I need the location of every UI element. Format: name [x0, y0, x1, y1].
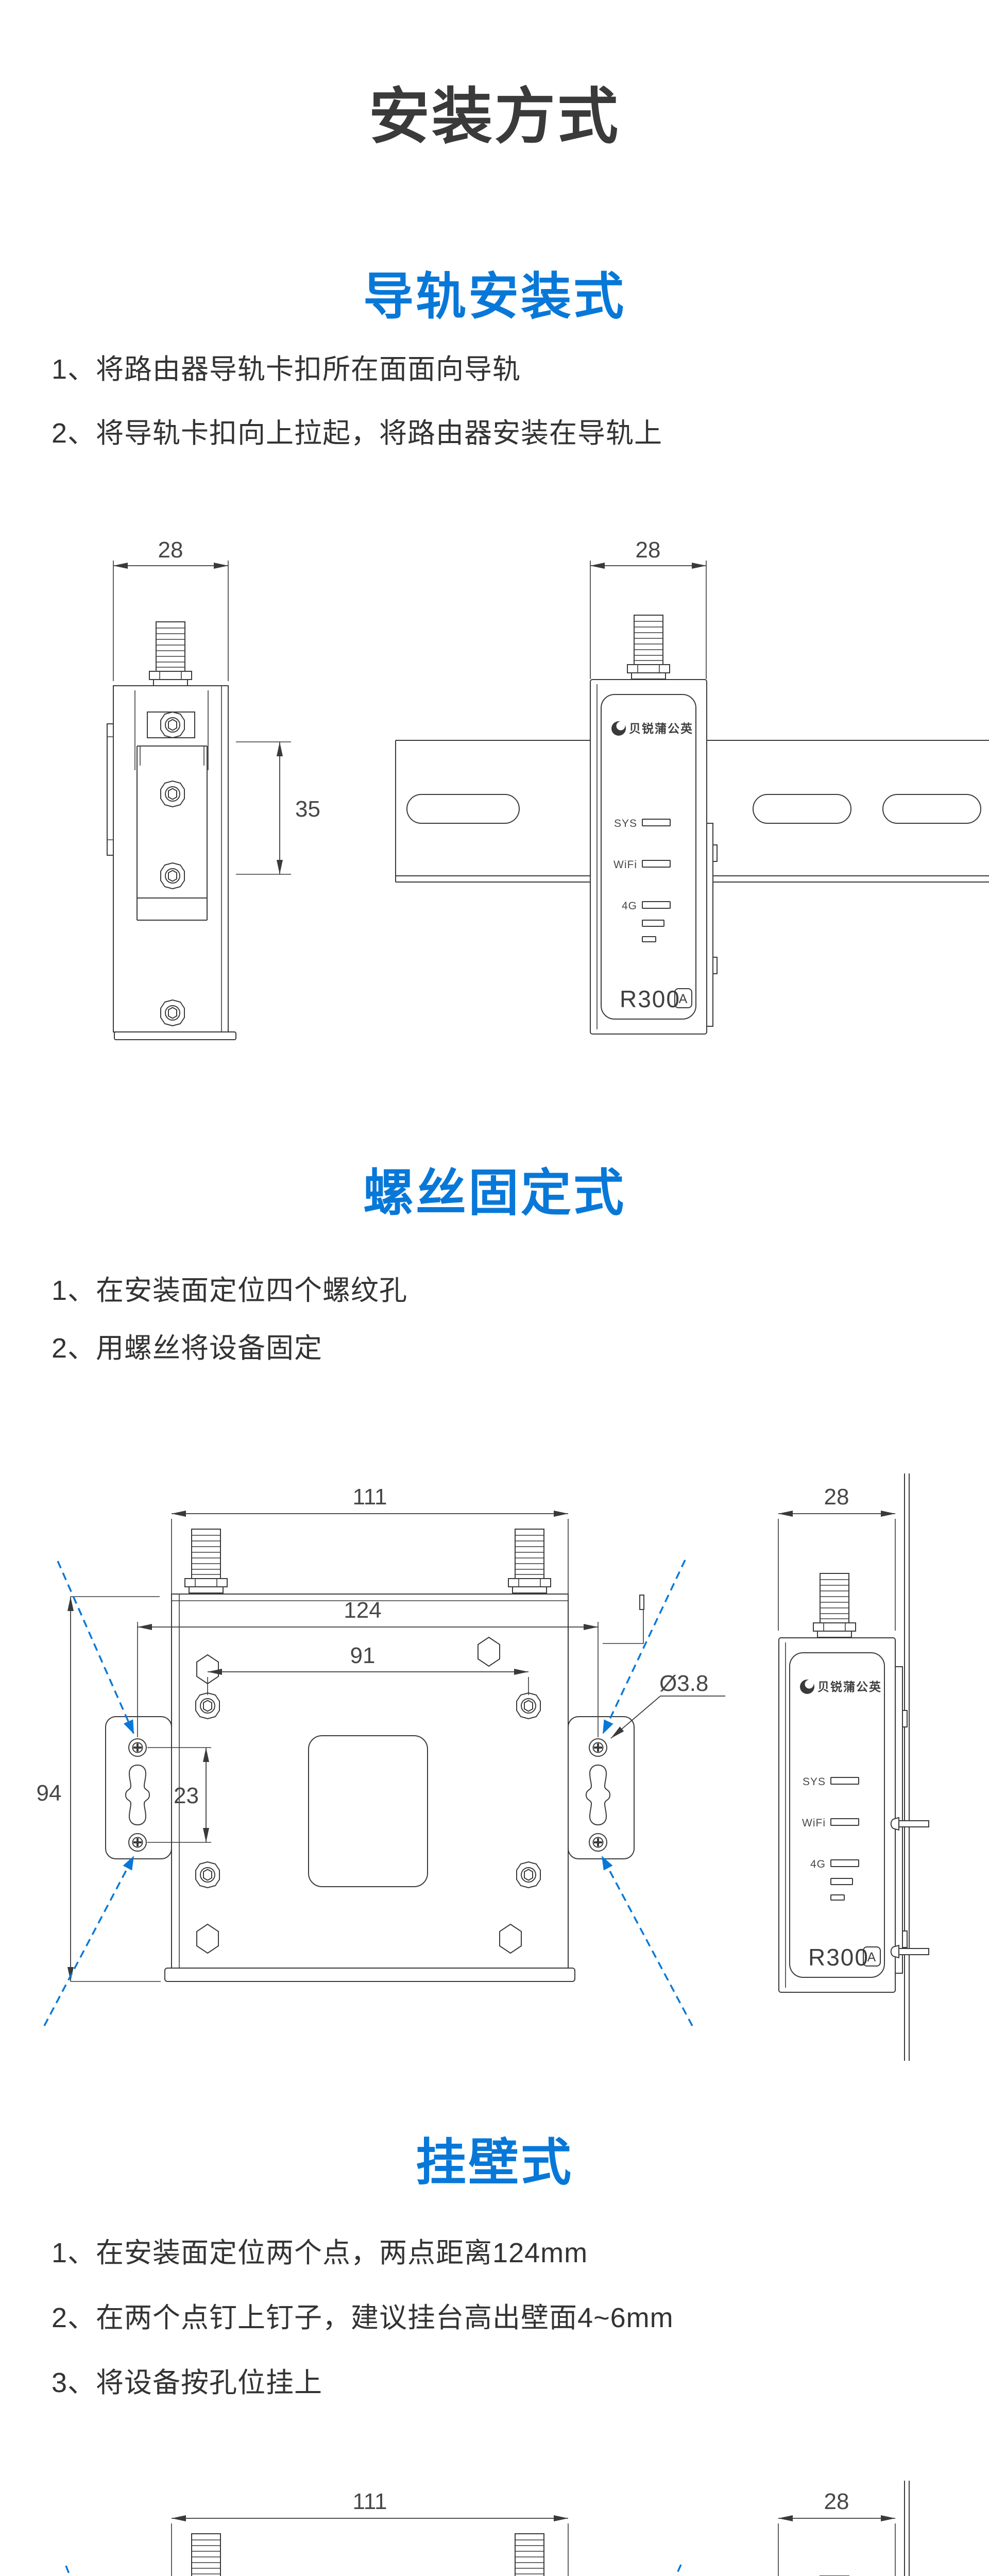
- dim-standoff-span: 91: [350, 1643, 376, 1668]
- dim-hole-span: 124: [344, 1598, 381, 1623]
- mounting-screws: [890, 1817, 929, 1959]
- dim-hole-dia: Ø3.8: [659, 1671, 708, 1696]
- screw-step-1: 1、在安装面定位四个螺纹孔: [52, 1275, 408, 1306]
- wall-surface: [904, 2481, 910, 2576]
- section-heading-wall-mount: 挂壁式: [415, 2134, 573, 2191]
- din-clip-mechanism: [107, 690, 209, 921]
- wall-step-1: 1、在安装面定位两个点，两点距离124mm: [52, 2238, 588, 2268]
- dim-rail-height: 35: [295, 796, 320, 822]
- screw-rear-view: 111 124 91 94 23 Ø3.8: [37, 1484, 725, 2026]
- locate-arrow-top-right: [602, 1560, 686, 1735]
- rail-mount-diagram: 28 35: [107, 537, 989, 1040]
- wall-step-3: 3、将设备按孔位挂上: [52, 2367, 323, 2398]
- rail-side-view: 28 35: [107, 537, 320, 1040]
- wall-step-2: 2、在两个点钉上钉子，建议挂台高出壁面4~6mm: [52, 2302, 674, 2333]
- wall-rear-view: 111 124 91 94 Ø7 3.8 15: [65, 2489, 682, 2576]
- section-heading-screw-mount: 螺丝固定式: [363, 1164, 626, 1221]
- dim-body-width: 111: [353, 1484, 387, 1510]
- screw-mount-diagram: 111 124 91 94 23 Ø3.8: [37, 1473, 929, 2061]
- wall-mount-diagram: 111 124 91 94 Ø7 3.8 15: [65, 2481, 910, 2576]
- rail-step-2: 2、将导轨卡扣向上拉起，将路由器安装在导轨上: [52, 418, 663, 449]
- locate-arrow-left: [65, 2565, 71, 2576]
- rail-front-view: 28: [395, 537, 989, 1035]
- section-heading-rail-mount: 导轨安装式: [363, 268, 626, 325]
- rail-step-1: 1、将路由器导轨卡扣所在面面向导轨: [52, 354, 521, 385]
- locate-arrow-bottom-right: [601, 1855, 693, 2026]
- screw-side-view: 28: [778, 1473, 929, 2061]
- dim-width-right: 28: [636, 537, 661, 563]
- wall-side-view: 28: [778, 2481, 910, 2576]
- dim-height: 94: [37, 1781, 62, 1806]
- dim-side-width: 28: [824, 1484, 849, 1510]
- dim-width-left: 28: [158, 537, 183, 563]
- screw-step-2: 2、用螺丝将设备固定: [52, 1333, 323, 1364]
- dim-side-width: 28: [824, 2489, 849, 2514]
- locate-arrow-right: [675, 2564, 682, 2576]
- dim-body-width: 111: [353, 2489, 387, 2514]
- page-title: 安装方式: [368, 83, 620, 151]
- dim-screw-gap: 23: [174, 1783, 199, 1808]
- wall-surface: [904, 1473, 910, 2061]
- locate-arrow-top-left: [57, 1561, 135, 1735]
- locate-arrow-bottom-left: [43, 1855, 135, 2026]
